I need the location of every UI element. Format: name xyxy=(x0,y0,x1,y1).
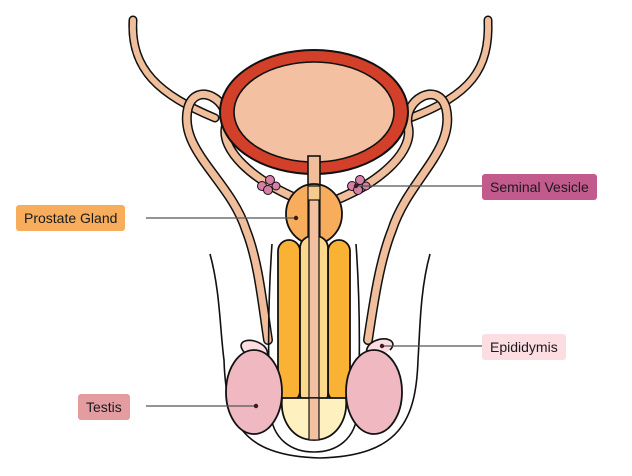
label-testis: Testis xyxy=(78,394,130,420)
label-epididymis: Epididymis xyxy=(482,334,566,360)
right-vas-deferens-fill xyxy=(332,91,451,344)
bladder xyxy=(233,61,395,163)
left-seminal-vesicle xyxy=(257,175,281,195)
leader-dot-epididymis xyxy=(379,343,385,349)
penis-outline xyxy=(267,243,361,453)
urethra-penile xyxy=(308,199,320,421)
right-ureter-fill xyxy=(407,17,492,121)
leader-dot-testis xyxy=(253,403,259,409)
left-testis xyxy=(225,349,283,435)
leader-dot-prostate-gland xyxy=(293,215,299,221)
label-prostate-gland: Prostate Gland xyxy=(16,205,126,231)
left-vas-deferens-fill xyxy=(183,91,304,344)
urethra-glans xyxy=(308,397,320,441)
leader-dot-seminal-vesicle xyxy=(353,183,359,189)
label-seminal-vesicle: Seminal Vesicle xyxy=(482,174,597,200)
right-testis xyxy=(345,349,403,435)
scrotum-outline xyxy=(209,253,431,459)
left-ureter-fill xyxy=(129,17,218,121)
